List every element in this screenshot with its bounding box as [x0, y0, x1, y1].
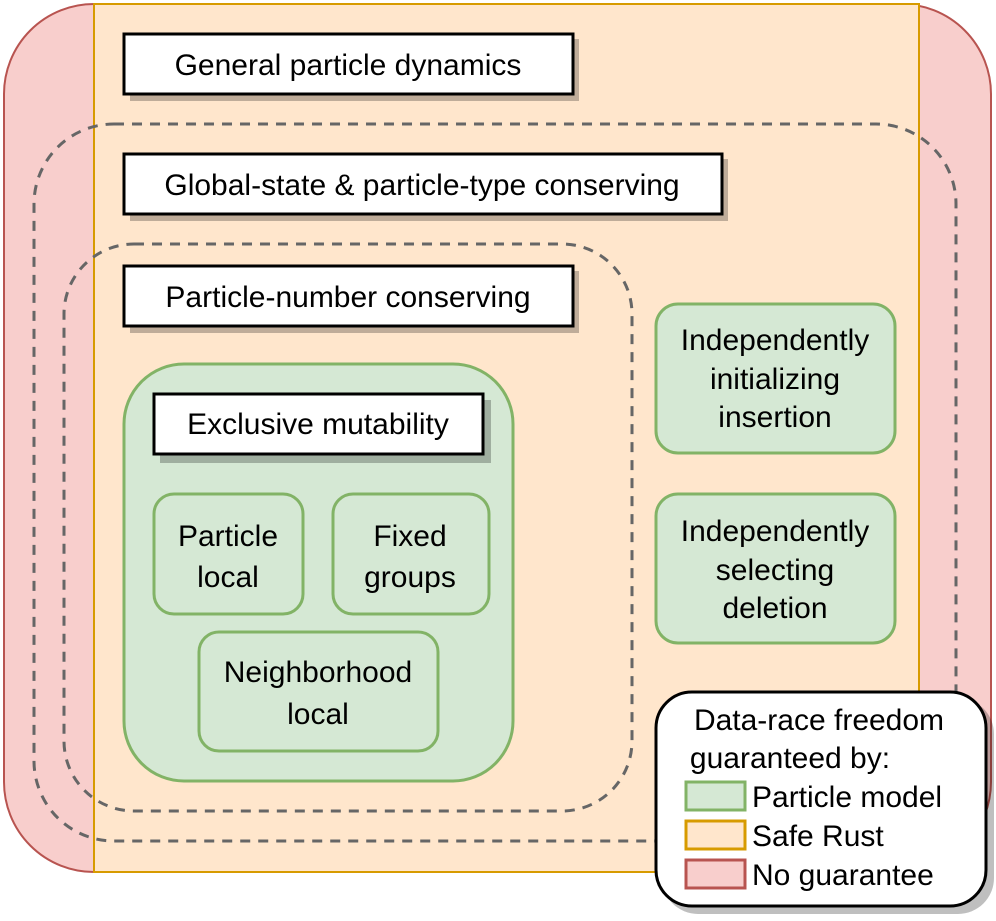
general-dynamics-label: General particle dynamics	[175, 49, 522, 82]
neighborhood-local-line2: local	[287, 698, 349, 731]
insertion-line3: insertion	[718, 401, 831, 434]
deletion-line3: deletion	[722, 592, 827, 625]
legend-item-particle-model: Particle model	[684, 780, 942, 814]
deletion-box: Independently selecting deletion	[654, 492, 897, 645]
particle-number-label-box: Particle-number conserving	[122, 264, 579, 333]
legend-label-particle-model: Particle model	[752, 781, 942, 814]
particle-local-line1: Particle	[178, 520, 278, 553]
particle-local-line2: local	[197, 561, 259, 594]
legend-swatch-particle-model	[684, 780, 747, 812]
legend-swatch-no-guarantee	[684, 858, 747, 890]
exclusive-mutability-label-box: Exclusive mutability	[152, 392, 491, 463]
deletion-line2: selecting	[716, 554, 834, 587]
insertion-line2: initializing	[710, 363, 840, 396]
legend-title-line2: guaranteed by:	[690, 742, 890, 775]
legend: Data-race freedom guaranteed by: Particl…	[654, 690, 994, 914]
legend-label-no-guarantee: No guarantee	[752, 859, 934, 892]
global-state-label-box: Global-state & particle-type conserving	[122, 152, 728, 221]
fixed-groups-box: Fixed groups	[331, 492, 491, 616]
legend-item-safe-rust: Safe Rust	[684, 819, 884, 853]
fixed-groups-line2: groups	[364, 561, 456, 594]
particle-number-label: Particle-number conserving	[165, 281, 530, 314]
deletion-line1: Independently	[681, 515, 870, 548]
exclusive-mutability-label: Exclusive mutability	[187, 408, 449, 441]
general-dynamics-label-box: General particle dynamics	[122, 32, 579, 101]
legend-swatch-safe-rust	[684, 819, 747, 851]
insertion-line1: Independently	[681, 324, 870, 357]
fixed-groups-line1: Fixed	[373, 520, 446, 553]
legend-item-no-guarantee: No guarantee	[684, 858, 934, 892]
neighborhood-local-box: Neighborhood local	[197, 630, 440, 753]
neighborhood-local-line1: Neighborhood	[224, 656, 412, 689]
global-state-region	[32, 122, 958, 843]
global-state-label: Global-state & particle-type conserving	[164, 169, 679, 202]
insertion-box: Independently initializing insertion	[654, 302, 897, 455]
particle-number-region	[62, 242, 634, 813]
legend-label-safe-rust: Safe Rust	[752, 820, 884, 853]
particle-local-box: Particle local	[152, 492, 305, 616]
legend-title-line1: Data-race freedom	[694, 704, 944, 737]
